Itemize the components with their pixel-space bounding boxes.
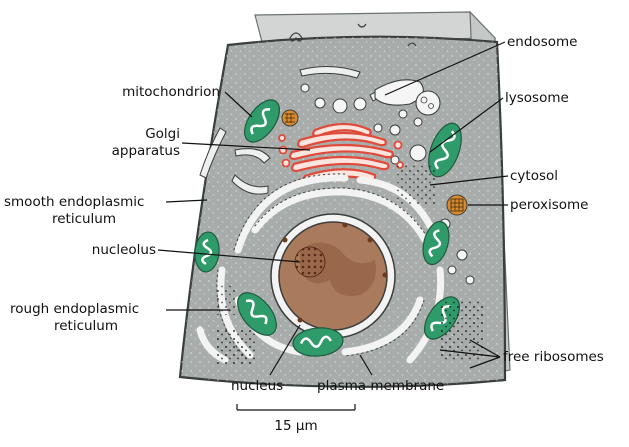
label-rough-er-1: rough endoplasmic (10, 301, 140, 317)
label-golgi-1: Golgi (145, 126, 180, 142)
label-nucleus: nucleus (231, 378, 284, 394)
label-nucleolus: nucleolus (91, 242, 156, 258)
label-peroxisome: peroxisome (510, 197, 589, 213)
label-lysosome: lysosome (505, 90, 569, 106)
surface-pit (357, 23, 367, 28)
label-smooth-er-2: reticulum (51, 211, 117, 227)
scale-bar-label: 15 μm (274, 418, 318, 434)
label-smooth-er-1: smooth endoplasmic (4, 194, 145, 210)
peroxisome-2 (281, 109, 299, 127)
label-endosome: endosome (507, 34, 578, 50)
label-rough-er-2: reticulum (53, 318, 119, 334)
free-ribosomes (215, 165, 485, 365)
label-golgi-2: apparatus (111, 143, 180, 159)
lysosome (415, 90, 441, 116)
peroxisome (446, 194, 468, 216)
nucleus (270, 213, 396, 339)
label-plasma-membrane: plasma membrane (317, 378, 445, 394)
leader-lines (157, 41, 509, 376)
label-mitochondrion: mitochondrion (122, 84, 220, 100)
label-free-ribosomes: free ribosomes (503, 349, 604, 365)
vesicle-lysosome-small (409, 144, 427, 162)
scale-bar (236, 404, 356, 411)
label-cytosol: cytosol (510, 168, 559, 184)
